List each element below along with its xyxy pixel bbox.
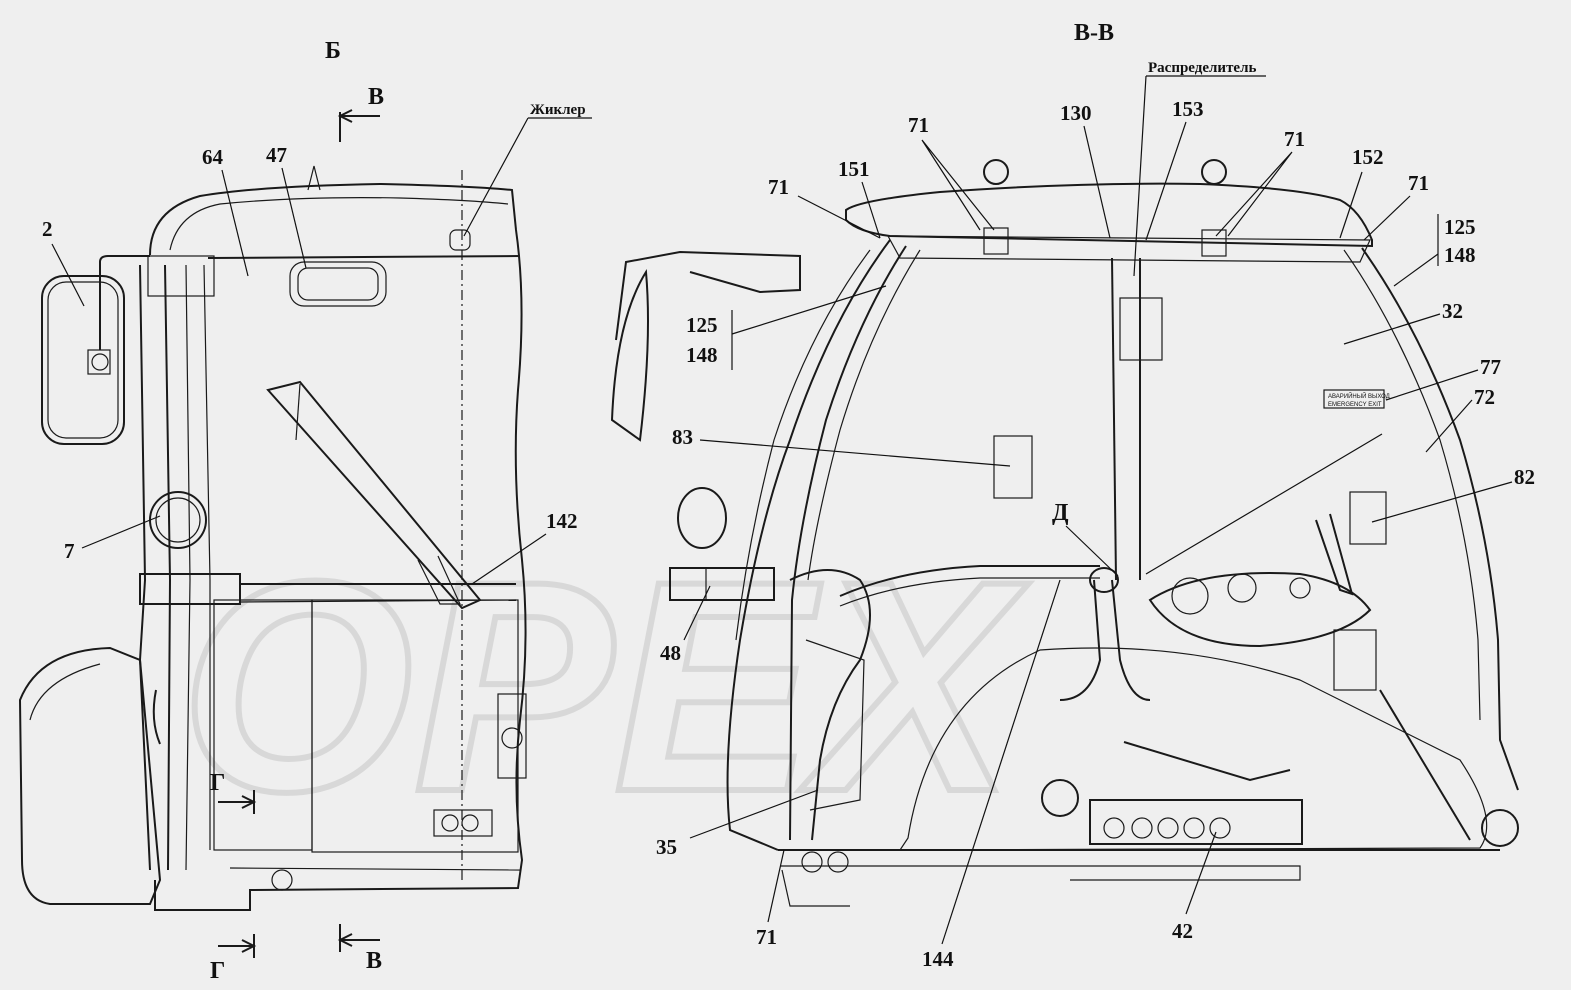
label-35: 35 <box>656 835 677 859</box>
joystick <box>1059 579 1151 701</box>
label-64: 64 <box>202 145 224 169</box>
note-jet: Жиклер <box>530 102 586 118</box>
label-148-a: 148 <box>1444 243 1476 267</box>
label-42: 42 <box>1172 919 1193 943</box>
label-2: 2 <box>42 217 53 241</box>
label-82: 82 <box>1514 465 1535 489</box>
label-77: 77 <box>1480 355 1501 379</box>
label-71-e: 71 <box>756 925 777 949</box>
label-152: 152 <box>1352 145 1384 169</box>
section-mark-v-top: В <box>337 84 384 142</box>
section-letter-g-bottom: Г <box>210 958 225 984</box>
exit-sign-line2: EMERGENCY EXIT <box>1328 402 1382 408</box>
washer-jet <box>449 229 471 251</box>
label-148-b: 148 <box>686 343 718 367</box>
cab-outline <box>149 182 527 911</box>
battery-box <box>1089 799 1303 845</box>
right-view-cab-section: АВАРИЙНЫЙ ВЫХОД EMERGENCY EXIT <box>610 159 1519 907</box>
label-151: 151 <box>838 157 870 181</box>
label-142: 142 <box>546 509 578 533</box>
label-125-b: 125 <box>686 313 718 337</box>
emergency-exit-sign <box>1323 389 1385 409</box>
label-130: 130 <box>1060 101 1092 125</box>
interior-mirror <box>289 261 387 307</box>
label-7: 7 <box>64 539 75 563</box>
side-mirror-edge <box>610 268 649 442</box>
label-71-b: 71 <box>768 175 789 199</box>
dashboard <box>1148 572 1372 648</box>
section-letter-d: Д <box>1052 500 1069 526</box>
label-72: 72 <box>1474 385 1495 409</box>
label-71-c: 71 <box>1284 127 1305 151</box>
sticker-82 <box>1349 491 1387 545</box>
side-mirror <box>41 255 150 445</box>
work-light <box>677 487 727 549</box>
label-71-a: 71 <box>908 113 929 137</box>
label-71-d: 71 <box>1408 171 1429 195</box>
exit-sign-line1: АВАРИЙНЫЙ ВЫХОД <box>1328 392 1390 400</box>
watermark: OPEX <box>180 518 1029 854</box>
section-letter-v-bottom: В <box>366 948 382 974</box>
sticker-83 <box>993 435 1033 499</box>
note-distributor: Распределитель <box>1148 60 1257 76</box>
label-32: 32 <box>1442 299 1463 323</box>
label-48: 48 <box>660 641 681 665</box>
section-mark-g-mid: Г <box>210 770 257 814</box>
section-letter-v-top: В <box>368 84 384 110</box>
section-letter-g-mid: Г <box>210 770 225 796</box>
label-125-a: 125 <box>1444 215 1476 239</box>
section-mark-v-bottom: В <box>337 924 382 974</box>
label-153: 153 <box>1172 97 1204 121</box>
right-view-title: В-В <box>1074 20 1114 46</box>
cab-roof <box>845 182 1373 248</box>
section-mark-g-bottom: Г <box>210 934 257 984</box>
label-83: 83 <box>672 425 693 449</box>
left-view-title: Б <box>325 38 341 64</box>
label-144: 144 <box>922 947 954 971</box>
label-47: 47 <box>266 143 287 167</box>
